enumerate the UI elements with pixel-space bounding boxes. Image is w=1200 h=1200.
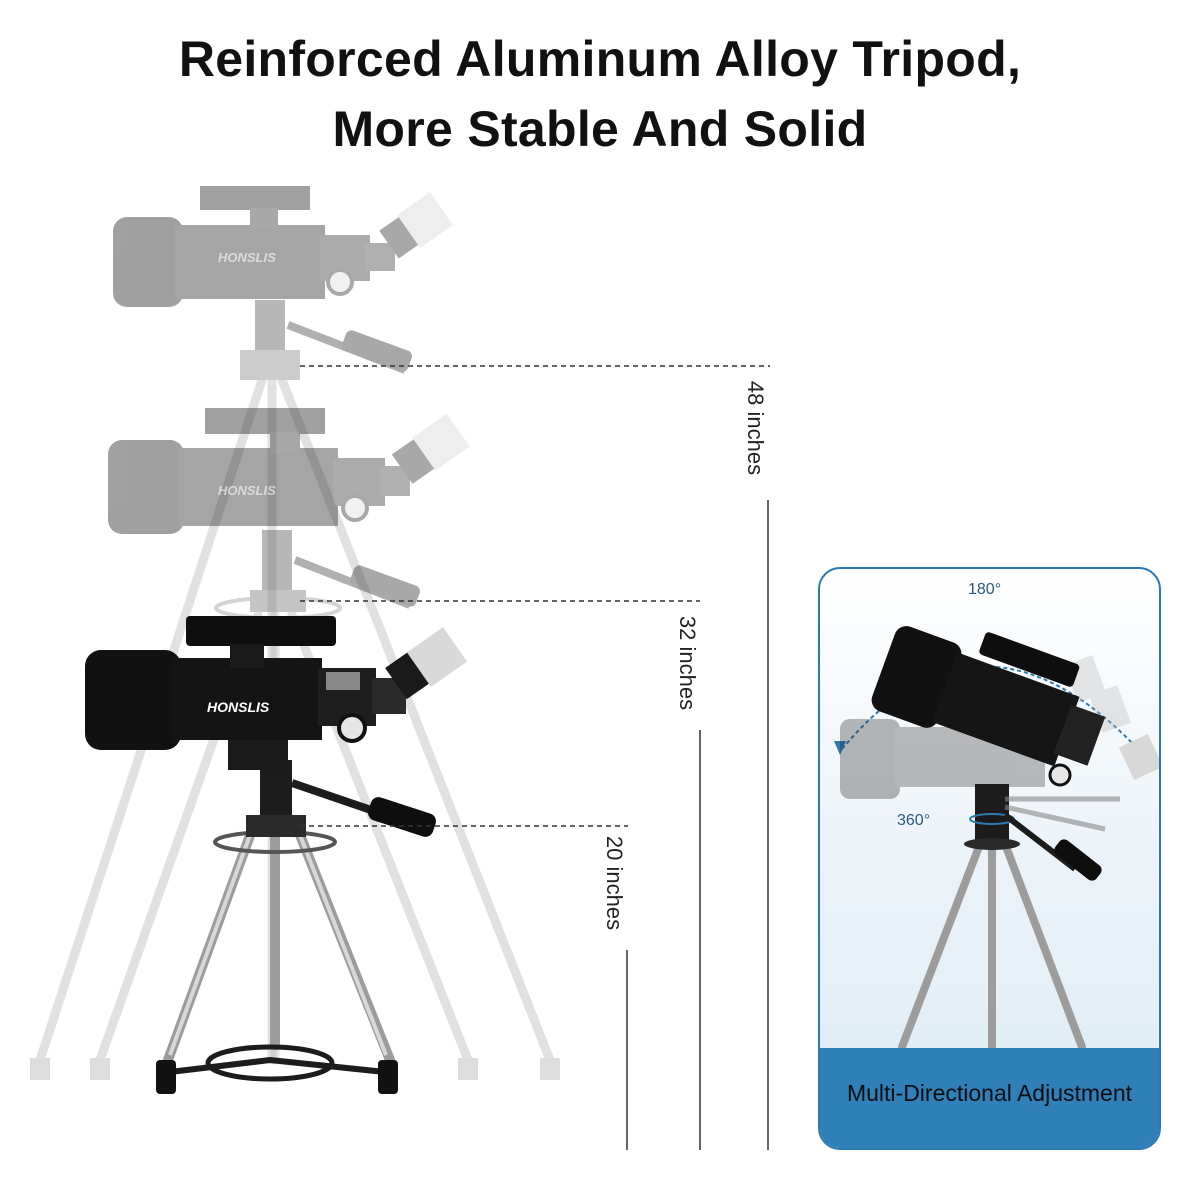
angle-180-label: 180° <box>968 581 1002 598</box>
dimension-label-20: 20 inches <box>602 835 628 931</box>
panel-illustration <box>834 626 1159 1048</box>
panel-footer-text: Multi-Directional Adjustment <box>846 1080 1133 1106</box>
telescope-low <box>85 616 468 1094</box>
panel-footer: Multi-Directional Adjustment <box>820 1048 1159 1148</box>
dimension-guides <box>300 365 770 827</box>
adjustment-panel: 180° 360° Multi-Directional Adjustment <box>818 567 1161 1150</box>
headline-line-1: Reinforced Aluminum Alloy Tripod, <box>178 31 1022 87</box>
telescope-high <box>30 186 560 1080</box>
dimension-label-32: 32 inches <box>675 615 701 711</box>
headline-line-2: More Stable And Solid <box>332 101 868 157</box>
telescope-mid <box>90 408 478 1080</box>
angle-360-label: 360° <box>897 812 931 829</box>
brand-mark-high: HONSLIS <box>218 250 276 265</box>
dimension-label-48: 48 inches <box>743 380 769 476</box>
brand-mark-mid: HONSLIS <box>218 483 276 498</box>
brand-mark-low: HONSLIS <box>207 699 270 715</box>
